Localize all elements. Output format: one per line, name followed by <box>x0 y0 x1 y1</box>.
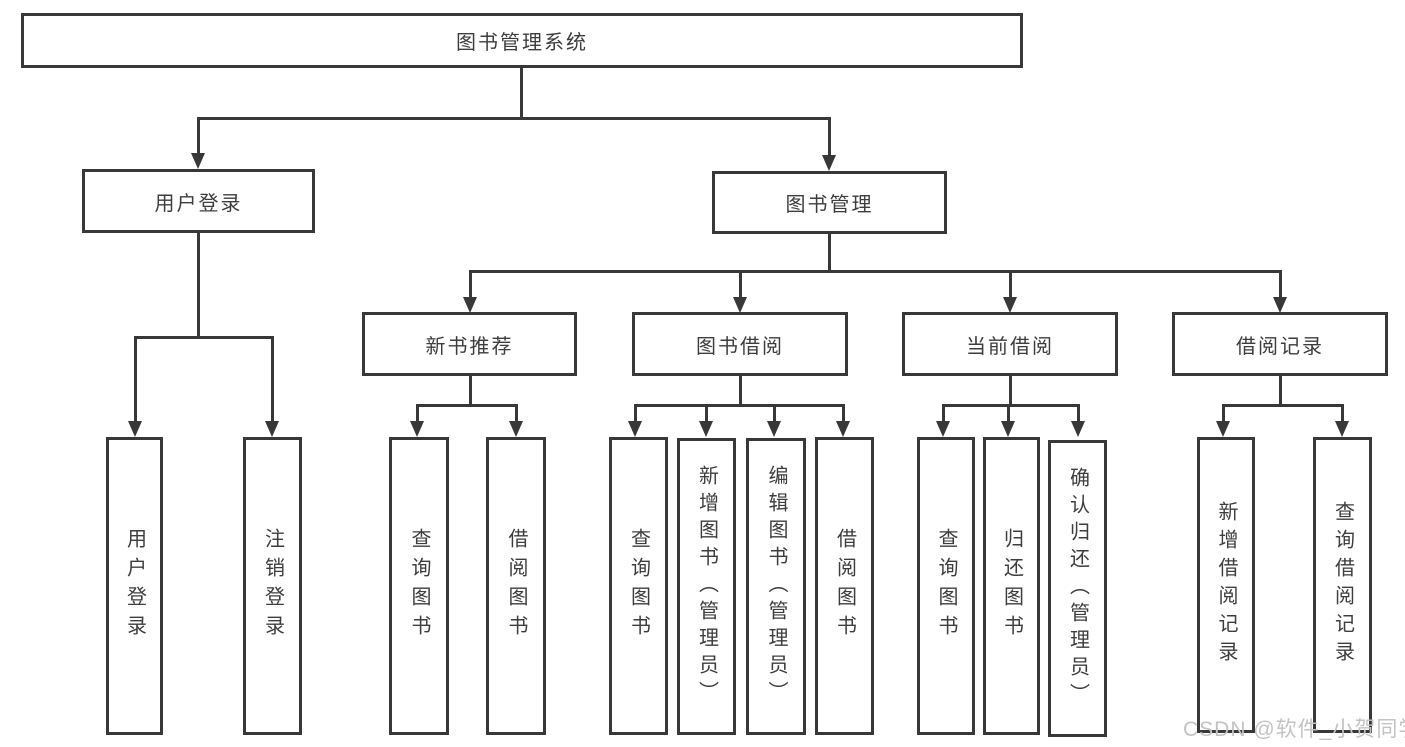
arrow-down-icon <box>822 155 836 171</box>
leaf-rec-query-book: 查询图书 <box>389 437 449 735</box>
leaf-cb-query-book: 查询图书 <box>917 437 975 735</box>
node-book-mgmt-label: 图书管理 <box>785 194 874 216</box>
arrow-down-icon <box>128 421 142 437</box>
connector-line <box>739 270 742 297</box>
leaf-br-add-record-label: 新增借阅记录 <box>1215 501 1237 669</box>
leaf-user-login: 用户登录 <box>106 437 163 735</box>
connector-line <box>1009 270 1012 297</box>
leaf-rec-borrow-book: 借阅图书 <box>486 437 546 735</box>
node-book-mgmt: 图书管理 <box>712 171 947 234</box>
node-root: 图书管理系统 <box>21 13 1023 68</box>
connector-line <box>416 404 518 407</box>
leaf-logout-label: 注销登录 <box>261 528 284 644</box>
connector-line <box>634 404 845 407</box>
node-current-borrow-label: 当前借阅 <box>966 335 1054 358</box>
leaf-bb-borrow-book-label: 借阅图书 <box>833 528 856 644</box>
arrow-down-icon <box>463 297 477 313</box>
arrow-down-icon <box>628 421 642 437</box>
arrow-down-icon <box>1001 421 1015 437</box>
arrow-down-icon <box>1335 421 1349 437</box>
connector-line <box>705 404 708 423</box>
node-user-login: 用户登录 <box>82 169 315 233</box>
arrow-down-icon <box>265 421 279 437</box>
connector-line <box>469 270 472 297</box>
connector-line <box>634 404 637 423</box>
leaf-cb-return-book: 归还图书 <box>983 437 1040 735</box>
leaf-bb-query-book: 查询图书 <box>609 437 668 735</box>
connector-line <box>515 404 518 423</box>
leaf-bb-add-book-label: 新增图书（管理员） <box>695 465 718 708</box>
leaf-bb-query-book-label: 查询图书 <box>627 528 650 644</box>
connector-line <box>197 233 200 339</box>
leaf-bb-add-book: 新增图书（管理员） <box>677 438 736 735</box>
connector-line <box>1222 404 1344 407</box>
leaf-br-query-record-label: 查询借阅记录 <box>1331 501 1354 669</box>
arrow-down-icon <box>509 421 523 437</box>
connector-line <box>942 404 945 423</box>
connector-line <box>469 376 472 407</box>
leaf-br-query-record: 查询借阅记录 <box>1313 437 1372 733</box>
node-root-label: 图书管理系统 <box>456 32 588 54</box>
connector-line <box>134 336 274 339</box>
node-borrow-record: 借阅记录 <box>1172 312 1388 376</box>
leaf-cb-return-book-label: 归还图书 <box>1000 528 1023 644</box>
node-book-borrow: 图书借阅 <box>632 312 848 376</box>
arrow-down-icon <box>191 153 205 169</box>
watermark-text: CSDN @软件_小贺同学 <box>1183 718 1405 741</box>
connector-line <box>197 117 200 155</box>
node-borrow-record-label: 借阅记录 <box>1236 335 1324 358</box>
leaf-rec-query-book-label: 查询图书 <box>408 528 430 644</box>
connector-line <box>1279 376 1282 407</box>
arrow-down-icon <box>1071 421 1085 437</box>
arrow-down-icon <box>699 421 713 437</box>
leaf-cb-confirm-return: 确认归还（管理员） <box>1048 440 1107 737</box>
connector-line <box>134 336 137 423</box>
leaf-cb-query-book-label: 查询图书 <box>935 528 957 644</box>
leaf-bb-edit-book: 编辑图书（管理员） <box>746 438 806 735</box>
arrow-down-icon <box>1003 297 1017 313</box>
connector-line <box>469 270 1282 273</box>
connector-line <box>271 336 274 423</box>
arrow-down-icon <box>836 421 850 437</box>
connector-line <box>1279 270 1282 297</box>
arrow-down-icon <box>733 297 747 313</box>
connector-line <box>1341 404 1344 423</box>
connector-line <box>1222 404 1225 423</box>
arrow-down-icon <box>767 421 781 437</box>
connector-line <box>842 404 845 423</box>
connector-line <box>773 404 776 423</box>
leaf-logout: 注销登录 <box>243 437 302 735</box>
arrow-down-icon <box>1216 421 1230 437</box>
connector-line <box>1007 404 1010 423</box>
connector-line <box>828 117 831 157</box>
connector-line <box>1077 404 1080 423</box>
leaf-user-login-label: 用户登录 <box>123 528 146 644</box>
leaf-cb-confirm-return-label: 确认归还（管理员） <box>1066 467 1089 710</box>
arrow-down-icon <box>936 421 950 437</box>
connector-line <box>520 68 523 119</box>
node-user-login-label: 用户登录 <box>154 192 243 215</box>
node-book-borrow-label: 图书借阅 <box>696 335 784 358</box>
arrow-down-icon <box>410 421 424 437</box>
node-new-book-rec: 新书推荐 <box>362 312 577 376</box>
connector-line <box>416 404 419 423</box>
connector-line <box>197 117 831 120</box>
connector-line <box>739 376 742 407</box>
connector-line <box>942 404 1080 407</box>
leaf-bb-edit-book-label: 编辑图书（管理员） <box>765 465 787 708</box>
node-current-borrow: 当前借阅 <box>902 312 1118 376</box>
connector-line <box>828 234 831 273</box>
leaf-rec-borrow-book-label: 借阅图书 <box>505 528 527 644</box>
node-new-book-rec-label: 新书推荐 <box>425 335 514 358</box>
leaf-br-add-record: 新增借阅记录 <box>1197 437 1255 733</box>
leaf-bb-borrow-book: 借阅图书 <box>815 437 874 735</box>
arrow-down-icon <box>1273 297 1287 313</box>
connector-line <box>1009 376 1012 407</box>
